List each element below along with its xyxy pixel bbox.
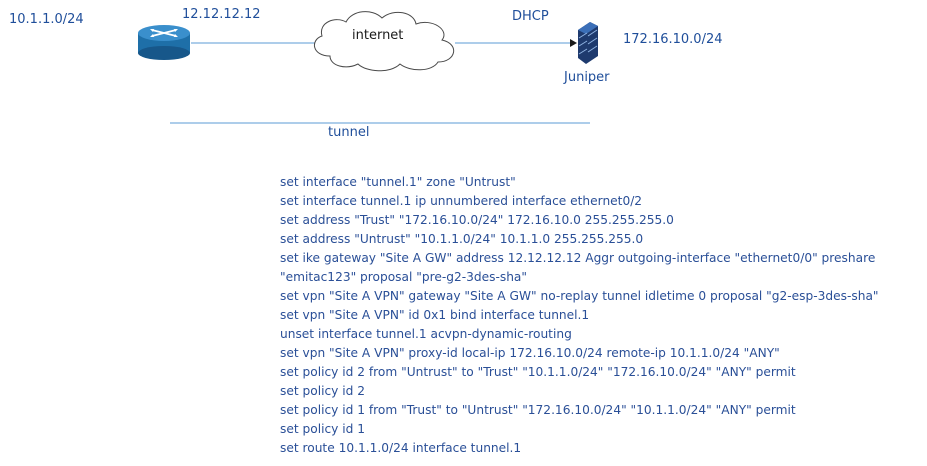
config-line: set address "Untrust" "10.1.1.0/24" 10.1… <box>280 232 644 246</box>
config-line: set route 10.1.1.0/24 interface tunnel.1 <box>280 441 522 455</box>
config-commands: set interface "tunnel.1" zone "Untrust" … <box>280 173 879 458</box>
router-icon <box>138 25 190 60</box>
right-subnet-label: 172.16.10.0/24 <box>623 32 723 47</box>
config-line: set interface "tunnel.1" zone "Untrust" <box>280 175 516 189</box>
arrow-head-icon <box>570 39 577 47</box>
dhcp-label: DHCP <box>512 9 549 24</box>
config-line: set vpn "Site A VPN" proxy-id local-ip 1… <box>280 346 780 360</box>
config-line: set vpn "Site A VPN" id 0x1 bind interfa… <box>280 308 590 322</box>
config-line: set address "Trust" "172.16.10.0/24" 172… <box>280 213 674 227</box>
network-diagram <box>138 11 598 124</box>
config-line: set policy id 1 <box>280 422 366 436</box>
config-line: set policy id 1 from "Trust" to "Untrust… <box>280 403 796 417</box>
cloud-label: internet <box>352 28 404 43</box>
config-line: unset interface tunnel.1 acvpn-dynamic-r… <box>280 327 572 341</box>
config-line: set ike gateway "Site A GW" address 12.1… <box>280 251 876 265</box>
cloud-icon <box>314 11 454 72</box>
config-line: set policy id 2 from "Untrust" to "Trust… <box>280 365 796 379</box>
firewall-label: Juniper <box>564 70 610 85</box>
left-subnet-label: 10.1.1.0/24 <box>9 12 84 27</box>
tunnel-label: tunnel <box>328 125 370 140</box>
config-line: set policy id 2 <box>280 384 366 398</box>
config-line: set vpn "Site A VPN" gateway "Site A GW"… <box>280 289 879 303</box>
firewall-icon <box>578 22 598 64</box>
router-ip-label: 12.12.12.12 <box>182 7 261 22</box>
config-line: set interface tunnel.1 ip unnumbered int… <box>280 194 643 208</box>
config-line: "emitac123" proposal "pre-g2-3des-sha" <box>280 270 528 284</box>
